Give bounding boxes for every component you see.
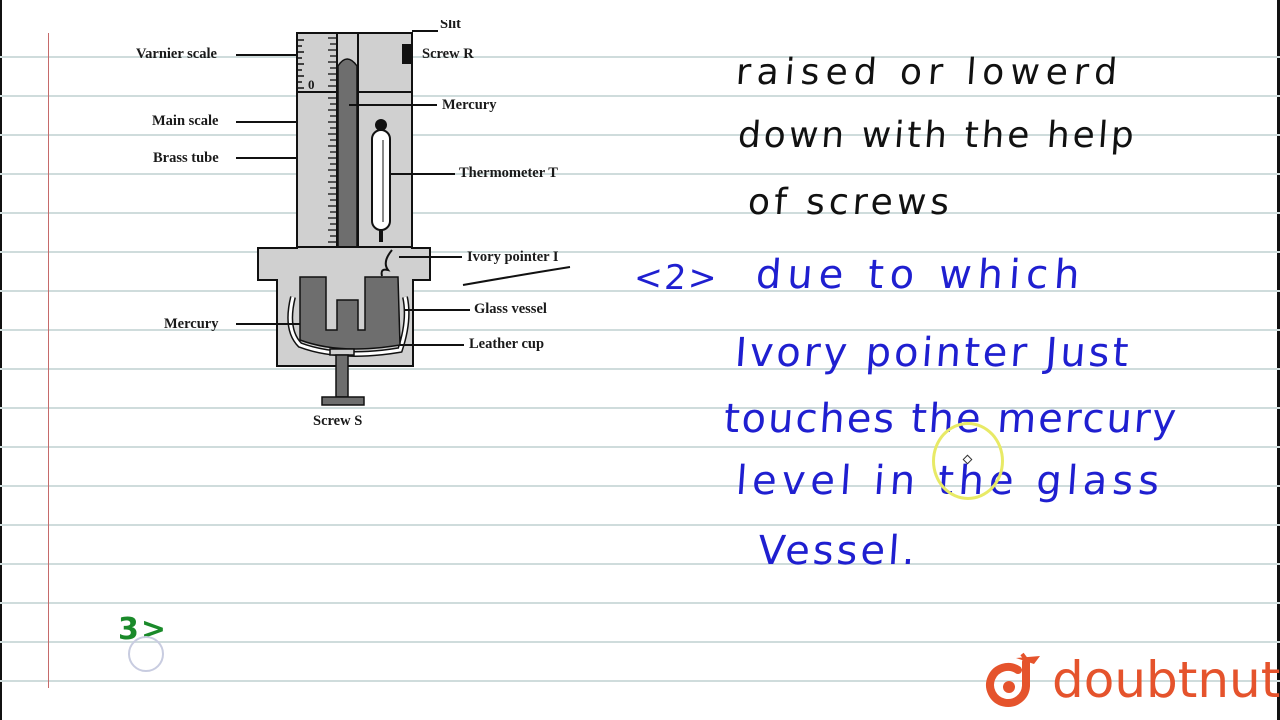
note-line: Vessel. xyxy=(756,528,920,574)
note-line: due to which xyxy=(754,252,1088,298)
cursor-ring-small xyxy=(128,636,164,672)
label-glass-vessel: Glass vessel xyxy=(474,301,547,317)
label-zero-mark: 0 xyxy=(308,77,315,92)
label-ivory-pointer: Ivory pointer I xyxy=(467,249,559,265)
barometer-illustration xyxy=(236,30,571,406)
note-line: of screws xyxy=(746,182,955,223)
label-brass-tube: Brass tube xyxy=(153,150,219,166)
cursor-highlight xyxy=(932,422,1004,500)
label-screw-s: Screw S xyxy=(313,413,363,429)
doubtnut-logo: doubtnut xyxy=(982,650,1280,710)
label-screw-r: Screw R xyxy=(422,46,474,62)
barometer-diagram: Slit Varnier scale Screw R 0 Mercury Mai… xyxy=(0,0,640,460)
note-line: Ivory pointer Just xyxy=(733,330,1133,376)
note-line: raised or lowerd xyxy=(734,52,1125,93)
note-line: down with the help xyxy=(736,115,1139,156)
label-varnier-scale: Varnier scale xyxy=(136,46,217,62)
label-slit: Slit xyxy=(440,20,461,32)
label-main-scale: Main scale xyxy=(152,113,219,129)
label-leather-cup: Leather cup xyxy=(469,336,545,352)
label-thermometer: Thermometer T xyxy=(459,165,558,181)
margin-line xyxy=(48,33,49,688)
screen-left-border xyxy=(0,0,2,720)
label-mercury-bottom: Mercury xyxy=(164,316,219,332)
brand-name: doubtnut xyxy=(1052,651,1280,709)
point-2-marker: <2> xyxy=(632,258,721,298)
doubtnut-logo-icon xyxy=(986,652,1040,707)
label-mercury-top: Mercury xyxy=(442,97,497,113)
screen-right-border xyxy=(1277,0,1280,720)
